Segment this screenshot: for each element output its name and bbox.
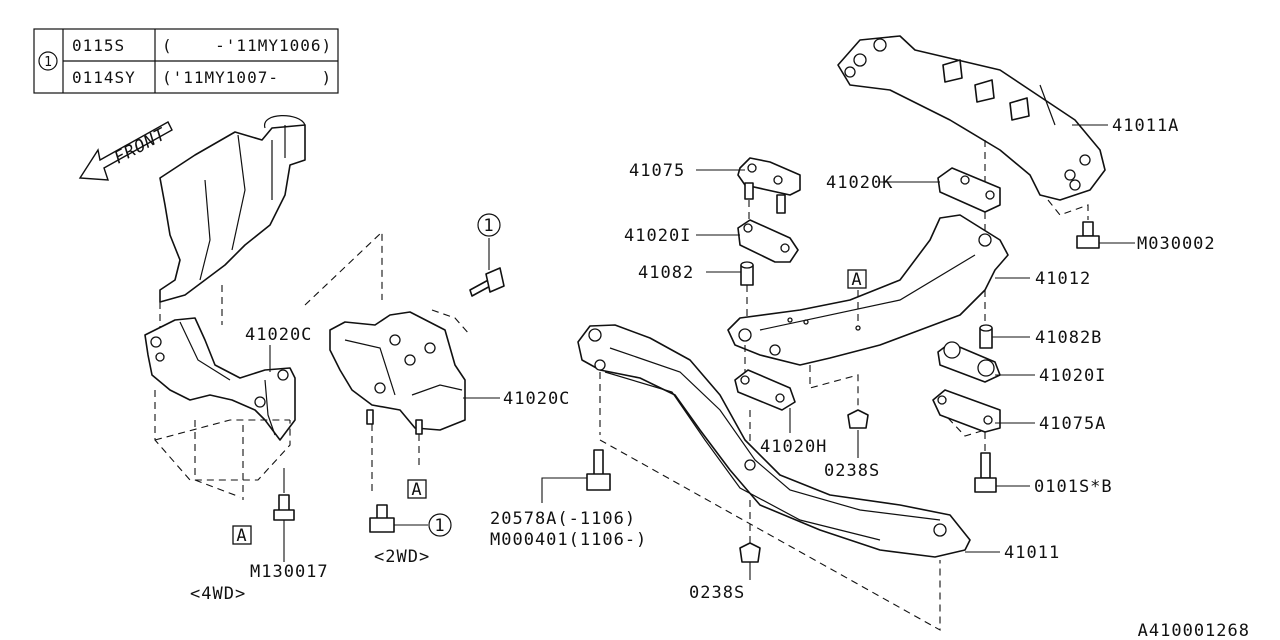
pad-41020i-right bbox=[937, 341, 1001, 383]
svg-text:A: A bbox=[411, 480, 422, 500]
table-row-1-range: ( -'11MY1006) bbox=[162, 36, 332, 55]
variant-table: 1 0115S ( -'11MY1006) 0114SY ('11MY1007-… bbox=[33, 28, 339, 94]
callout-circle-1-bottom bbox=[428, 513, 452, 537]
label-41011a: 41011A bbox=[1112, 116, 1179, 136]
bolt-upper-2wd bbox=[469, 267, 505, 297]
table-row-1-part: 0115S bbox=[72, 36, 125, 55]
svg-text:A: A bbox=[236, 526, 247, 546]
label-41020i-top: 41020I bbox=[624, 226, 691, 246]
label-41020k: 41020K bbox=[826, 173, 893, 193]
label-2wd: <2WD> bbox=[374, 547, 430, 567]
pad-41020h bbox=[734, 369, 796, 411]
bracket-41075a bbox=[932, 389, 1001, 433]
callout-circle-1-top bbox=[477, 213, 501, 237]
mount-41020c-4wd bbox=[144, 317, 296, 441]
crossmember-41011 bbox=[577, 324, 971, 558]
label-41075: 41075 bbox=[629, 161, 685, 181]
bolt-m030002 bbox=[1076, 221, 1100, 249]
label-41011: 41011 bbox=[1004, 543, 1060, 563]
label-m030002: M030002 bbox=[1137, 234, 1216, 254]
svg-text:A: A bbox=[851, 270, 862, 290]
bolt-m130017 bbox=[273, 494, 295, 521]
ref-box-a-left: A bbox=[232, 525, 252, 546]
label-41082: 41082 bbox=[638, 263, 694, 283]
label-0238s-lower: 0238S bbox=[689, 583, 745, 603]
crossmember-41011a bbox=[837, 35, 1106, 201]
pad-41020k bbox=[937, 167, 1001, 213]
bolt-0101s-b bbox=[974, 452, 997, 493]
diagram-code: A410001268 bbox=[1138, 621, 1250, 640]
ref-box-a-crossmember: A bbox=[847, 269, 867, 290]
bolt-20578a bbox=[586, 449, 611, 491]
label-41012: 41012 bbox=[1035, 269, 1091, 289]
label-20578a: 20578A(-1106) bbox=[490, 509, 636, 529]
label-0101s-b: 0101S*B bbox=[1034, 477, 1113, 497]
table-row-2-part: 0114SY bbox=[72, 68, 136, 87]
label-41075a: 41075A bbox=[1039, 414, 1106, 434]
label-m130017: M130017 bbox=[250, 562, 329, 582]
transmission-case bbox=[159, 115, 306, 303]
callout-1-top: 1 bbox=[483, 216, 494, 236]
label-4wd: <4WD> bbox=[190, 584, 246, 604]
label-41020c-4wd: 41020C bbox=[245, 325, 312, 345]
front-label: FRONT bbox=[111, 124, 171, 168]
callout-1-bottom: 1 bbox=[434, 516, 445, 536]
nut-0238s-upper bbox=[847, 409, 869, 429]
table-marker: 1 bbox=[44, 55, 52, 70]
label-41020c-2wd: 41020C bbox=[503, 389, 570, 409]
pad-41020i-upper bbox=[737, 219, 799, 263]
table-row-2-range: ('11MY1007- ) bbox=[162, 68, 332, 87]
ref-box-a-2wd: A bbox=[407, 479, 427, 500]
label-m000401: M000401(1106-) bbox=[490, 530, 647, 550]
table-marker-circle bbox=[38, 51, 58, 71]
nut-0238s-lower bbox=[739, 542, 761, 563]
mount-41020c-2wd bbox=[329, 311, 466, 435]
front-arrow-icon: FRONT bbox=[78, 121, 173, 181]
bolt-lower-2wd bbox=[369, 504, 395, 533]
spacer-41082b bbox=[979, 324, 993, 349]
label-0238s-upper: 0238S bbox=[824, 461, 880, 481]
bracket-41075 bbox=[737, 157, 801, 214]
label-41082b: 41082B bbox=[1035, 328, 1102, 348]
label-41020i-right: 41020I bbox=[1039, 366, 1106, 386]
label-41020h: 41020H bbox=[760, 437, 827, 457]
spacer-41082 bbox=[740, 261, 754, 286]
